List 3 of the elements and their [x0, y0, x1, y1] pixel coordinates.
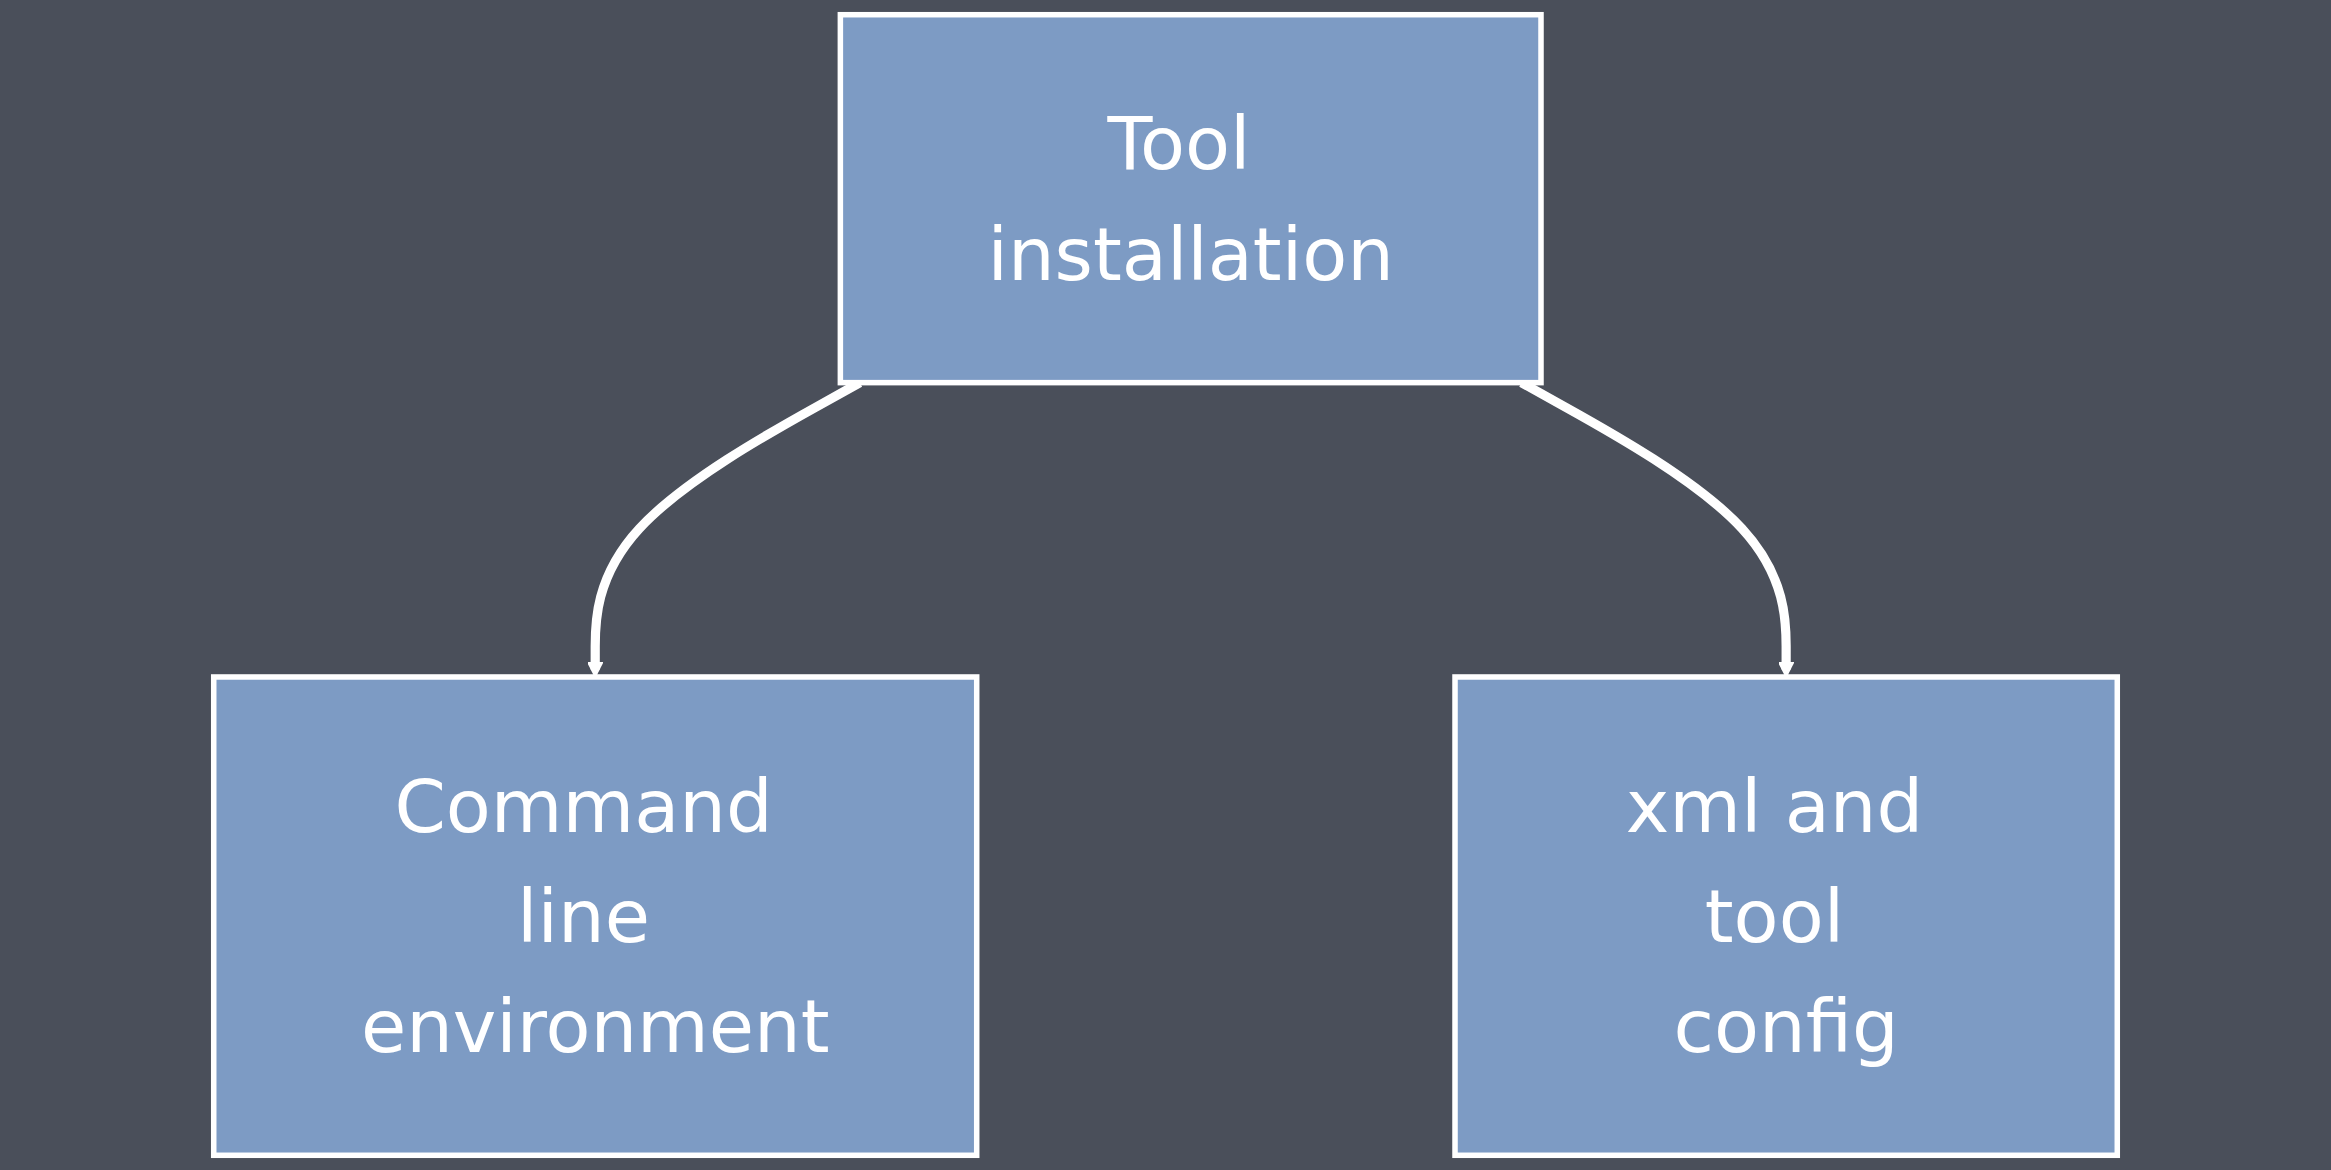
node-box: Tool installation	[837, 11, 1544, 386]
node-box: xml and tool config	[1452, 674, 2121, 1159]
node-box: Command line environment	[210, 674, 980, 1159]
